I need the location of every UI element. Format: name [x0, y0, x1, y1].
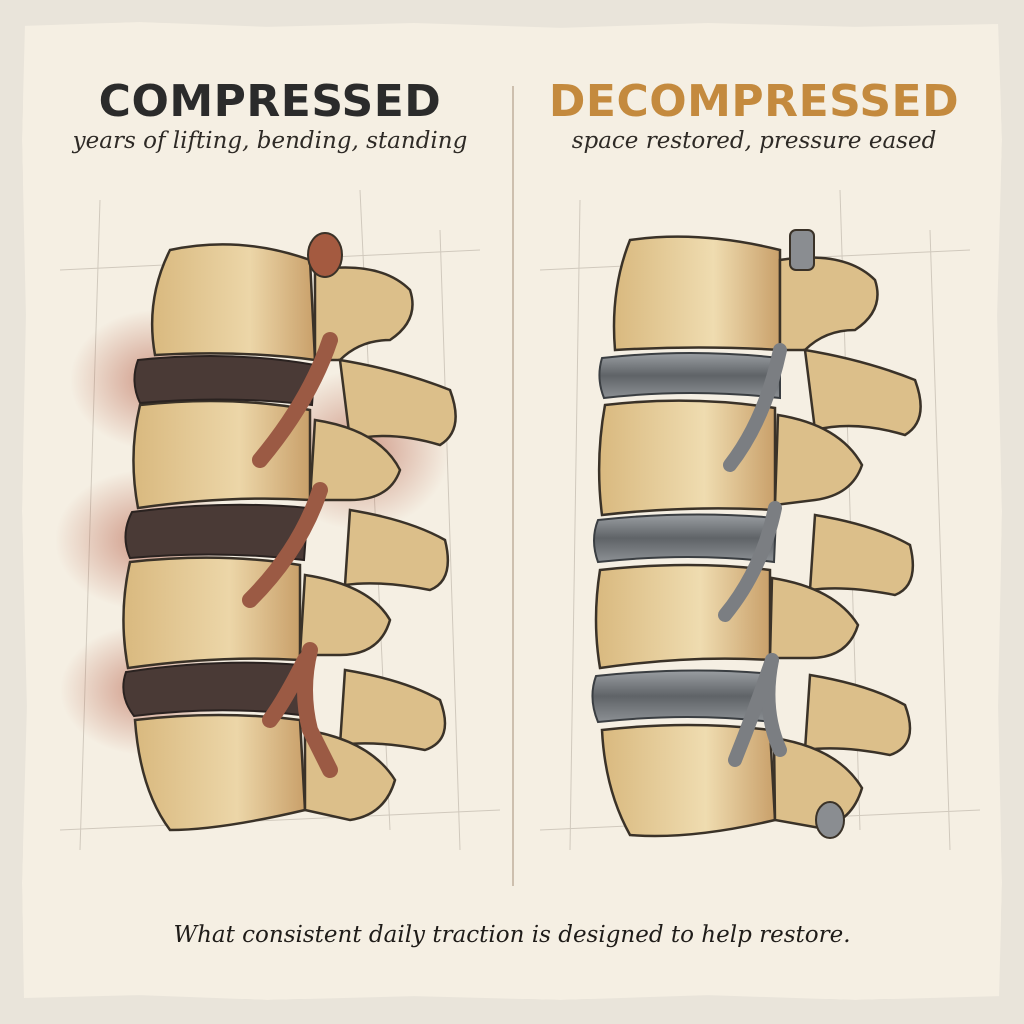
nerve-top-stub [789, 229, 845, 839]
nerve-top-stub [307, 232, 343, 278]
compressed-subtitle: years of lifting, bending, standing [72, 128, 468, 154]
healthy-nerves [718, 343, 787, 767]
healthy-discs [591, 352, 781, 724]
panel-divider [512, 86, 514, 886]
decompressed-title: DECOMPRESSED [548, 76, 960, 127]
compressed-title: COMPRESSED [98, 76, 442, 127]
posterior-elements [298, 266, 457, 822]
decompressed-subtitle: space restored, pressure eased [571, 128, 937, 154]
decompressed-spine-illustration [539, 189, 981, 851]
compressed-spine-illustration [55, 189, 501, 851]
inflamed-nerves [242, 332, 338, 778]
compressed-discs [122, 355, 317, 718]
caption: What consistent daily traction is design… [173, 922, 851, 948]
posterior-elements [768, 256, 922, 830]
